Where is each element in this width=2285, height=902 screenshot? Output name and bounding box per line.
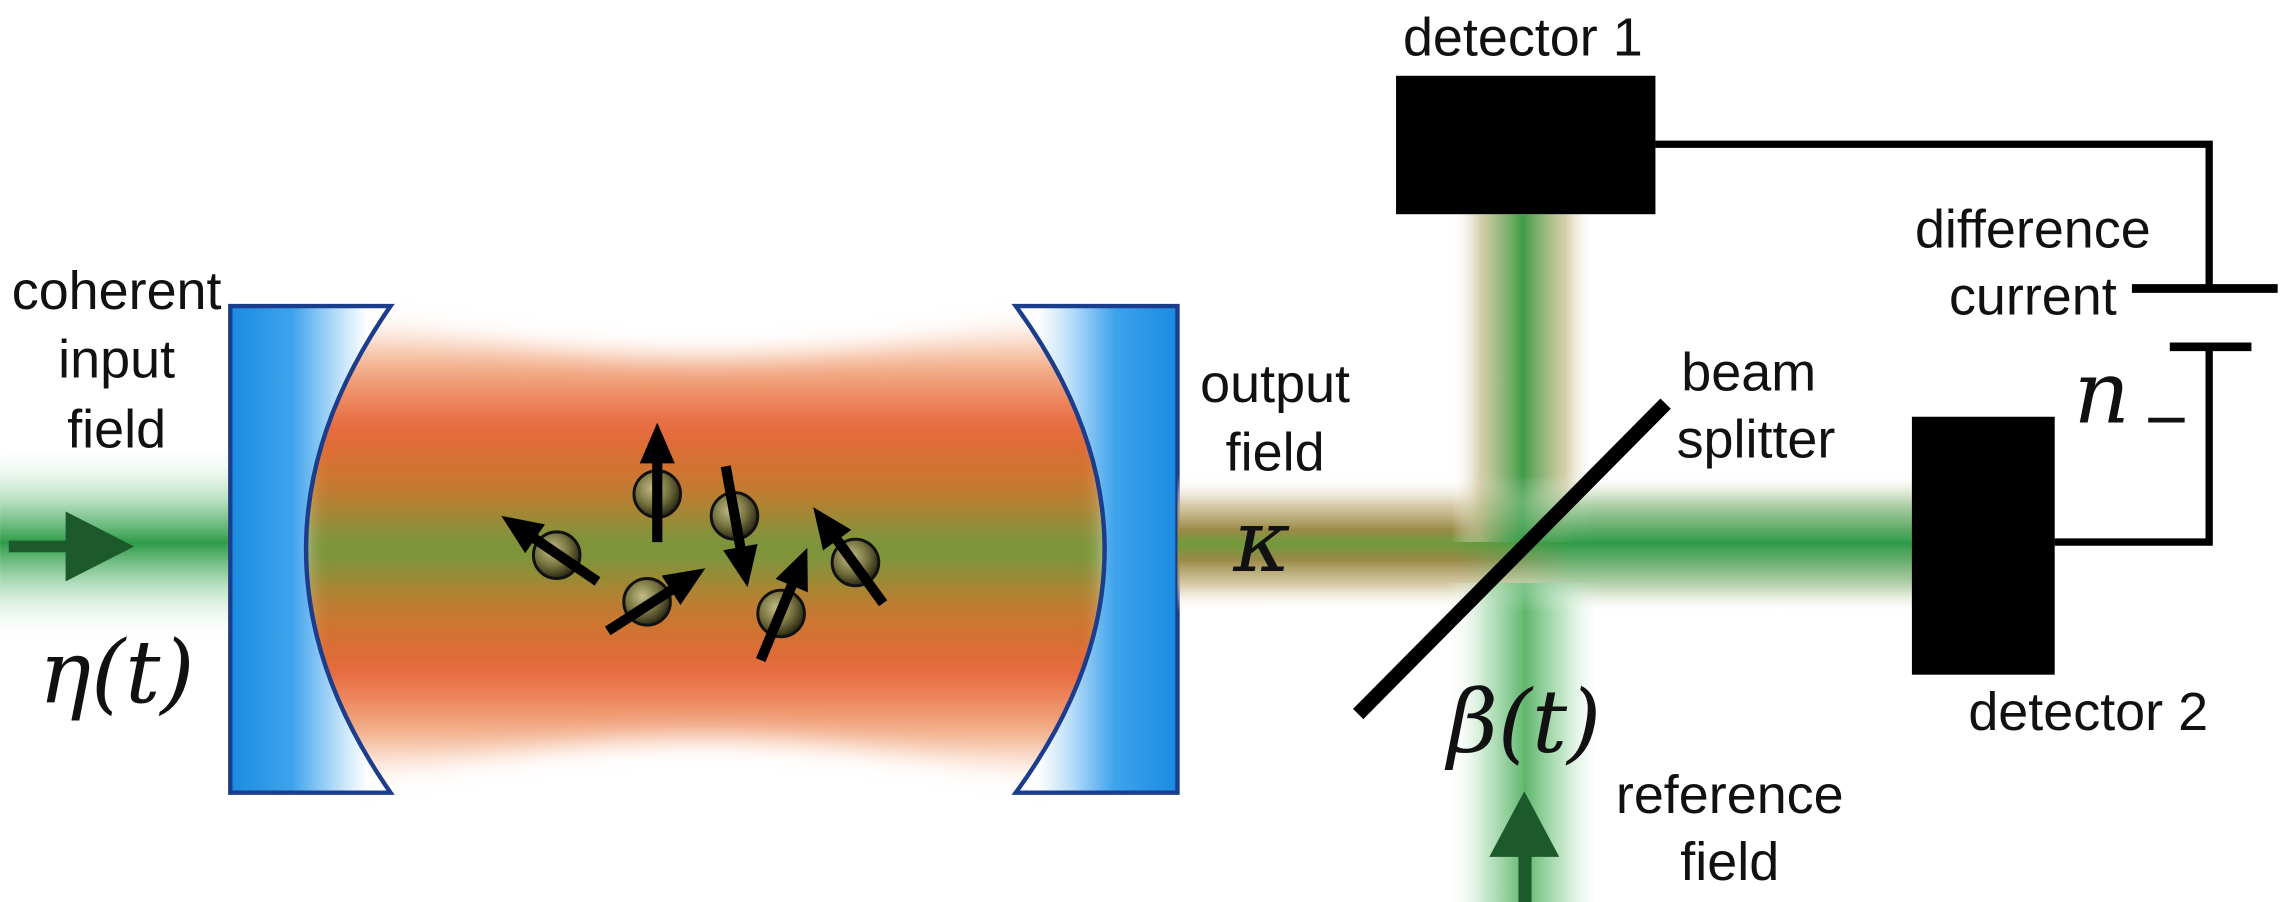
spin-arrow-shaft <box>720 465 746 551</box>
current-symbol-subscript: − <box>2142 385 2191 453</box>
current-symbol-base: n <box>2074 342 2130 444</box>
atom-6 <box>813 507 888 607</box>
beam-splitter-label-line-1: beam <box>1681 343 1816 403</box>
atom-1 <box>632 422 683 543</box>
atom-3 <box>501 515 601 586</box>
spin-arrow-head <box>501 515 545 554</box>
spin-arrow-head <box>723 543 758 588</box>
input-arrow-head <box>65 511 135 582</box>
input-arrow-shaft <box>8 540 71 553</box>
detector-2-label: detector 2 <box>1968 682 2208 742</box>
atom-2 <box>709 465 760 588</box>
difference-current-label-line-1: difference <box>1915 200 2151 260</box>
reference-amplitude-symbol: β(t) <box>1444 671 1601 773</box>
output-field-label-line-2: field <box>1226 423 1325 483</box>
reference-field-label-line-2: field <box>1680 832 1779 892</box>
atom-4 <box>604 568 706 636</box>
beam-splitter <box>1352 398 1671 720</box>
right-mirror <box>1011 303 1180 795</box>
detector-1-label: detector 1 <box>1403 7 1643 67</box>
input-amplitude-symbol: η(t) <box>39 621 195 723</box>
spin-arrow-head <box>775 547 808 593</box>
wire-detector-2 <box>2054 346 2213 546</box>
spin-arrow-head <box>639 422 675 464</box>
decay-rate-symbol: κ <box>1232 490 1290 592</box>
reference-arrow-icon <box>1489 791 1560 902</box>
atom-5 <box>756 547 808 663</box>
input-field-label-line-2: input <box>58 329 175 389</box>
left-mirror <box>228 303 395 795</box>
input-field-label-line-1: coherent <box>12 261 222 321</box>
input-field-label-line-3: field <box>67 399 166 459</box>
spin-arrow-shaft <box>831 534 888 607</box>
difference-current-label-line-2: current <box>1949 267 2117 327</box>
reference-arrow-shaft <box>1518 852 1532 902</box>
detector-2-beam <box>1442 475 1912 613</box>
atomic-ensemble <box>501 422 888 663</box>
cavity-mode <box>298 308 1111 790</box>
spin-arrow-shaft <box>529 532 601 586</box>
spin-arrow-shaft <box>604 584 677 636</box>
spin-arrow-head <box>661 568 706 606</box>
wire-detector-1 <box>1655 140 2213 289</box>
detector-2 <box>1911 416 2055 675</box>
input-arrow-icon <box>8 511 135 582</box>
spin-arrow-shaft <box>756 580 798 663</box>
detector-1 <box>1396 75 1656 215</box>
reference-field-label-line-1: reference <box>1616 765 1844 825</box>
beam-splitter-label-line-2: splitter <box>1677 410 1836 470</box>
reference-arrow-head <box>1489 791 1560 857</box>
output-field-label-line-1: output <box>1200 354 1350 414</box>
spin-arrow-head <box>813 507 852 551</box>
